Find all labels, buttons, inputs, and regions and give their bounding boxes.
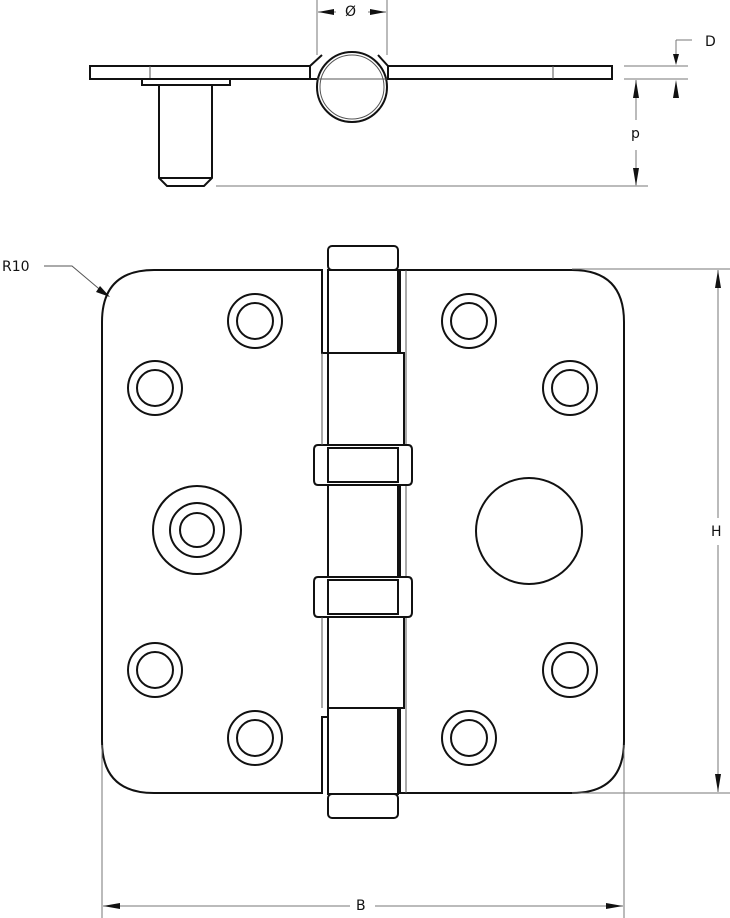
knuckle-3-inner: [327, 447, 399, 483]
left-leaf: [101, 269, 331, 794]
knuckle-5: [327, 707, 399, 795]
side-barrel: [316, 51, 388, 123]
knuckle-bottom-cap: [327, 793, 399, 819]
side-view: [89, 0, 692, 187]
thickness-label: D: [703, 34, 718, 50]
knuckle-4: [327, 616, 405, 709]
side-left-plate: [89, 65, 311, 80]
side-stud: [158, 84, 213, 187]
knuckle-center: [327, 484, 399, 578]
front-view: [44, 245, 730, 918]
right-leaf: [399, 269, 625, 794]
knuckle-1: [327, 269, 399, 355]
right-pin-hole: [475, 477, 583, 585]
knuckle-top-cap: [327, 245, 399, 271]
height-label: H: [709, 524, 724, 540]
left-pin-stud: [152, 485, 242, 575]
knuckle-2: [322, 352, 405, 446]
width-label: B: [354, 898, 368, 914]
side-right-plate: [387, 65, 613, 80]
knuckle-3b-inner: [327, 579, 399, 615]
diameter-label: Ø: [343, 4, 359, 20]
corner-radius-label: R10: [0, 259, 32, 275]
left-screw-holes: [127, 293, 283, 766]
right-screw-holes: [441, 293, 598, 766]
pin-length-label: p: [629, 126, 642, 142]
